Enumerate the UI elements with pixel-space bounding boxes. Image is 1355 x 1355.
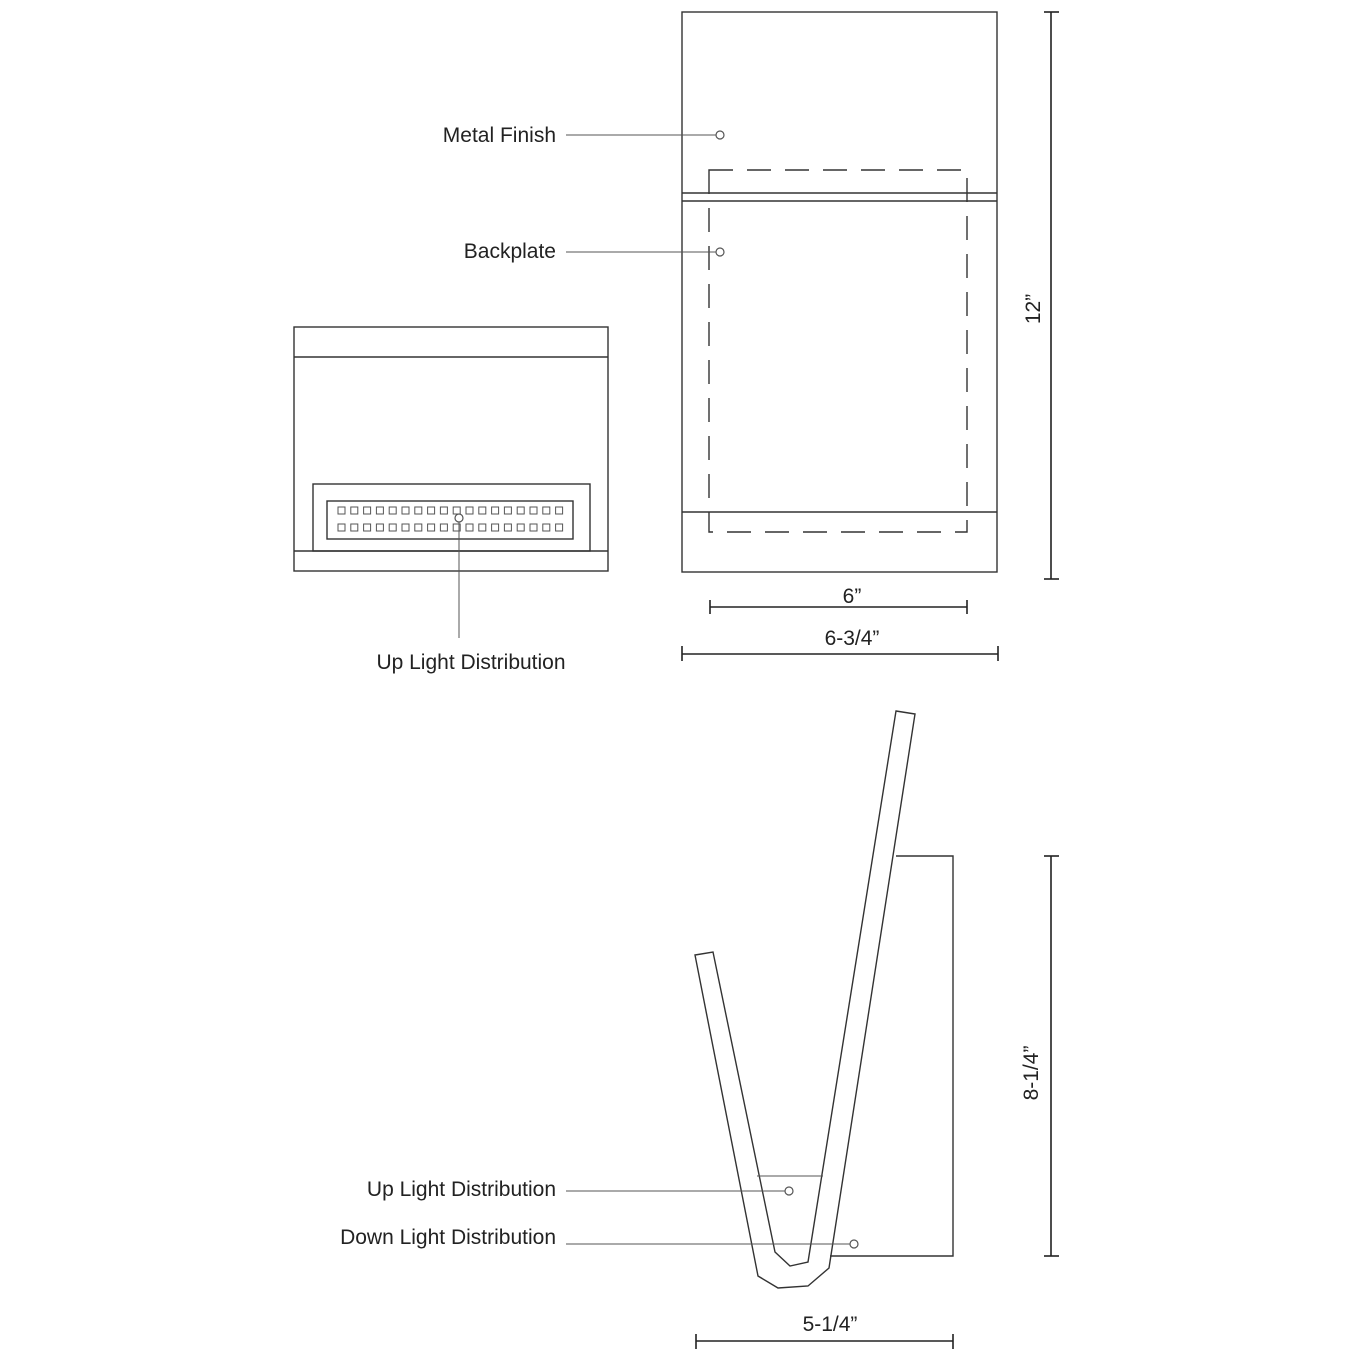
led-cell	[478, 506, 487, 515]
projection-dimension-value: 5-1/4”	[803, 1313, 858, 1336]
led-cell	[478, 523, 487, 532]
bottom-view-outline	[293, 326, 609, 572]
led-cell	[401, 506, 410, 515]
outer-width-value: 6-3/4”	[825, 627, 880, 650]
led-cell	[465, 523, 474, 532]
led-cell	[388, 506, 397, 515]
led-cell	[439, 523, 448, 532]
led-cell	[427, 506, 436, 515]
metal-finish-callout: Metal Finish	[443, 124, 725, 147]
led-cell	[452, 506, 461, 515]
led-cell	[337, 523, 346, 532]
height-dimension-value: 12”	[1022, 294, 1045, 324]
up-light-front-callout: Up Light Distribution	[376, 513, 566, 674]
metal-finish-label: Metal Finish	[443, 124, 556, 147]
led-array	[337, 506, 564, 532]
inner-width-value: 6”	[843, 585, 862, 608]
backplate-callout: Backplate	[464, 240, 725, 263]
down-light-side-callout: Down Light Distribution	[340, 1226, 859, 1249]
led-cell	[529, 506, 538, 515]
backplate-label: Backplate	[464, 240, 556, 263]
led-cell	[529, 523, 538, 532]
projection-dimension: 5-1/4”	[695, 1313, 954, 1349]
led-cell	[555, 523, 564, 532]
side-view	[694, 710, 954, 1289]
up-light-side-marker	[784, 1186, 794, 1196]
led-cell	[516, 523, 525, 532]
led-cell	[401, 523, 410, 532]
metal-finish-marker	[715, 130, 725, 140]
led-cell	[452, 523, 461, 532]
led-cell	[414, 523, 423, 532]
inner-width-dimension: 6”	[709, 585, 968, 614]
depth-dimension: 8-1/4”	[1020, 855, 1059, 1257]
led-array-panel	[326, 500, 574, 540]
up-light-side-callout: Up Light Distribution	[367, 1178, 794, 1201]
backplate-hidden-outline	[708, 169, 968, 533]
led-cell	[375, 523, 384, 532]
led-cell	[337, 506, 346, 515]
height-dimension: 12”	[1022, 11, 1059, 580]
led-cell	[503, 523, 512, 532]
up-light-side-label: Up Light Distribution	[367, 1178, 556, 1201]
depth-dimension-value: 8-1/4”	[1020, 1046, 1043, 1101]
led-cell	[516, 506, 525, 515]
side-arm-profile	[694, 710, 916, 1289]
outer-width-dimension: 6-3/4”	[681, 627, 999, 661]
bottom-view	[293, 326, 609, 572]
up-light-front-marker	[454, 513, 464, 523]
led-cell	[542, 506, 551, 515]
led-cell	[427, 523, 436, 532]
led-cell	[350, 523, 359, 532]
led-cell	[555, 506, 564, 515]
up-light-front-label: Up Light Distribution	[376, 651, 565, 674]
backplate-marker	[715, 247, 725, 257]
led-cell	[388, 523, 397, 532]
diffuser-housing	[312, 483, 591, 552]
down-light-side-marker	[849, 1239, 859, 1249]
led-cell	[503, 506, 512, 515]
led-cell	[363, 523, 372, 532]
led-cell	[491, 506, 500, 515]
led-cell	[465, 506, 474, 515]
led-cell	[542, 523, 551, 532]
led-cell	[439, 506, 448, 515]
down-light-side-label: Down Light Distribution	[340, 1226, 556, 1249]
led-cell	[375, 506, 384, 515]
side-backplate	[830, 855, 954, 1257]
led-cell	[491, 523, 500, 532]
front-view-outline	[681, 11, 998, 573]
led-cell	[414, 506, 423, 515]
front-view	[681, 11, 998, 573]
led-cell	[363, 506, 372, 515]
led-cell	[350, 506, 359, 515]
